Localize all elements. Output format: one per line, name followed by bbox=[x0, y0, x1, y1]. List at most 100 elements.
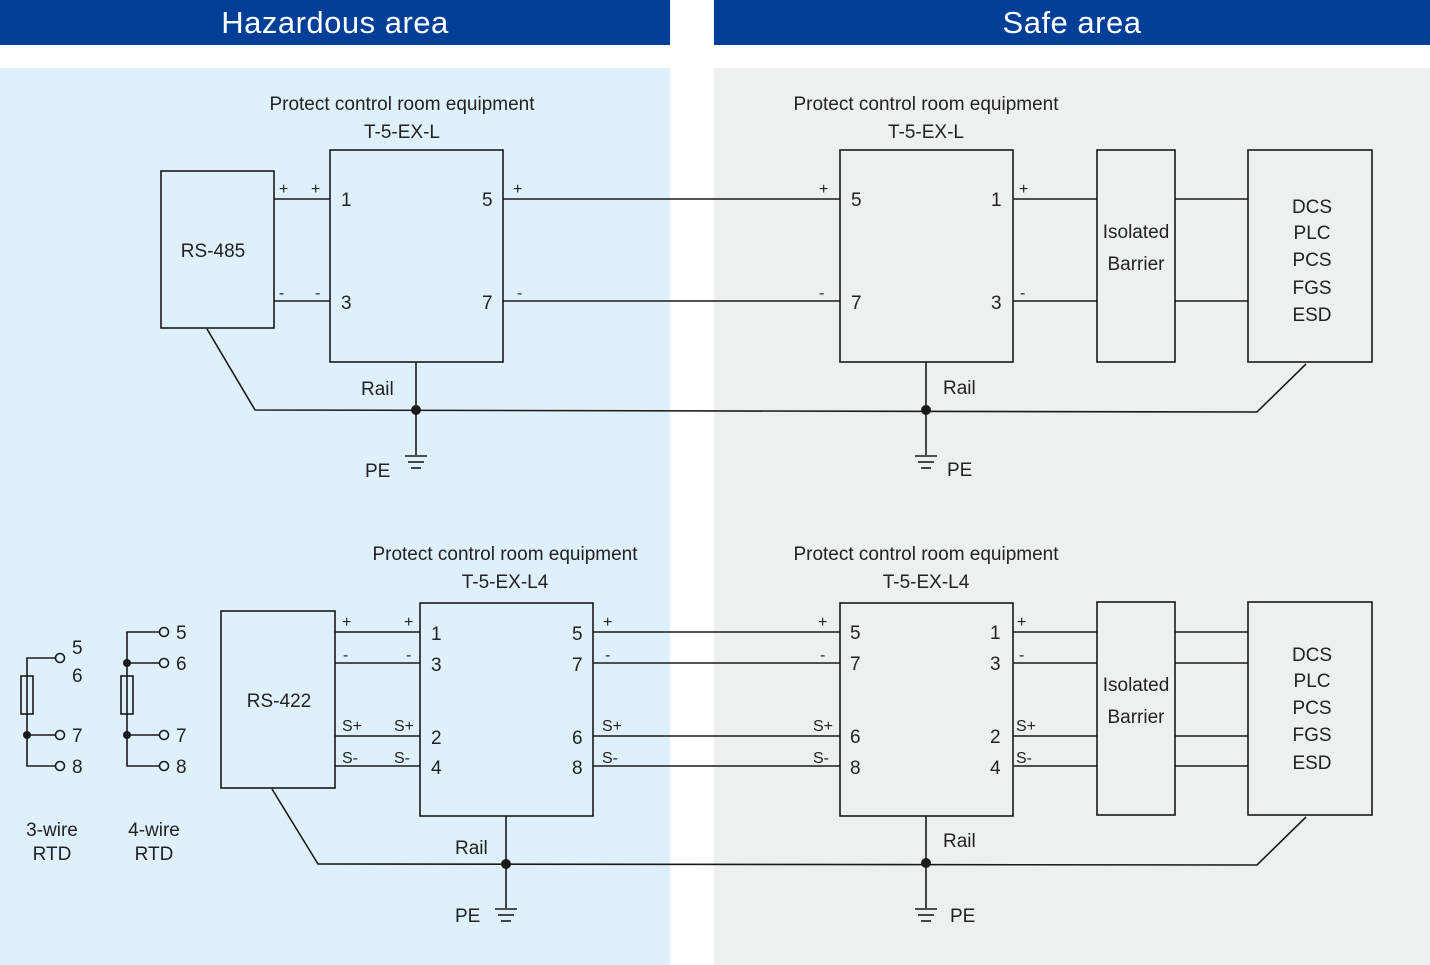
junction-dot bbox=[921, 858, 931, 868]
pin-label: 8 bbox=[176, 757, 187, 778]
system-label: PCS bbox=[1292, 250, 1331, 271]
barrier-label: Barrier bbox=[1107, 254, 1165, 275]
pin-label: 3 bbox=[991, 293, 1002, 314]
pin-label: 1 bbox=[991, 190, 1002, 211]
sign-splus: S+ bbox=[1016, 718, 1036, 735]
pin-label: 5 bbox=[850, 623, 861, 644]
system-label: FGS bbox=[1292, 725, 1331, 746]
protector-box bbox=[839, 149, 1014, 363]
sign-minus: - bbox=[343, 647, 348, 664]
pin-label: 3 bbox=[341, 293, 352, 314]
pin-label: 5 bbox=[176, 623, 187, 644]
sign-sminus: S- bbox=[813, 750, 829, 767]
sign-plus: + bbox=[603, 614, 612, 631]
protector-box bbox=[419, 602, 594, 817]
sign-minus: - bbox=[605, 647, 610, 664]
sign-plus: + bbox=[311, 181, 320, 198]
pe-label: PE bbox=[950, 906, 975, 927]
pin-label: 7 bbox=[851, 293, 862, 314]
sign-plus: + bbox=[1017, 614, 1026, 631]
rtd-label: 3-wire bbox=[26, 820, 78, 841]
safe-area-header: Safe area bbox=[714, 0, 1430, 45]
ground-icon bbox=[405, 455, 427, 469]
sign-minus: - bbox=[315, 285, 320, 302]
sign-minus: - bbox=[279, 285, 284, 302]
pin-label: 7 bbox=[176, 726, 187, 747]
pin-label: 8 bbox=[850, 758, 861, 779]
system-label: DCS bbox=[1292, 197, 1332, 218]
rs422-label: RS-422 bbox=[247, 691, 311, 712]
pin-label: 5 bbox=[72, 638, 83, 659]
sign-plus: + bbox=[404, 614, 413, 631]
sign-sminus: S- bbox=[394, 750, 410, 767]
barrier-label: Isolated bbox=[1103, 222, 1170, 243]
barrier-label: Barrier bbox=[1107, 707, 1165, 728]
bottom-safe-unit: Protect control room equipment T-5-EX-L4… bbox=[793, 544, 1373, 927]
pin-label: 7 bbox=[850, 654, 861, 675]
system-label: ESD bbox=[1292, 305, 1331, 326]
sign-minus: - bbox=[819, 285, 824, 302]
rail-label: Rail bbox=[943, 831, 976, 852]
pin-label: 6 bbox=[72, 666, 83, 687]
pin-label: 7 bbox=[72, 726, 83, 747]
sign-splus: S+ bbox=[342, 718, 362, 735]
rail-label: Rail bbox=[943, 378, 976, 399]
top-hazardous-unit: Protect control room equipment T-5-EX-L … bbox=[160, 94, 535, 482]
sign-splus: S+ bbox=[813, 718, 833, 735]
pin-label: 4 bbox=[990, 758, 1001, 779]
ground-bus-bottom bbox=[271, 788, 1307, 866]
sign-minus: - bbox=[517, 285, 522, 302]
bottom-hazardous-unit: Protect control room equipment T-5-EX-L4… bbox=[220, 544, 638, 927]
ground-icon bbox=[915, 455, 937, 469]
junction-dot bbox=[921, 405, 931, 415]
pin-label: 6 bbox=[572, 728, 583, 749]
system-label: PCS bbox=[1292, 698, 1331, 719]
sign-splus: S+ bbox=[602, 718, 622, 735]
system-label: FGS bbox=[1292, 278, 1331, 299]
device-model-label: T-5-EX-L4 bbox=[462, 572, 549, 593]
pin-label: 5 bbox=[482, 190, 493, 211]
hazardous-area-header: Hazardous area bbox=[0, 0, 670, 45]
rs485-label: RS-485 bbox=[181, 241, 245, 262]
sign-splus: S+ bbox=[394, 718, 414, 735]
sign-plus: + bbox=[279, 181, 288, 198]
sign-minus: - bbox=[406, 647, 411, 664]
pin-label: 1 bbox=[990, 623, 1001, 644]
rs485-device-box bbox=[160, 170, 275, 329]
pin-label: 6 bbox=[850, 727, 861, 748]
pin-label: 7 bbox=[482, 293, 493, 314]
pe-label: PE bbox=[365, 461, 390, 482]
pin-label: 5 bbox=[572, 624, 583, 645]
pin-label: 4 bbox=[431, 758, 442, 779]
sign-sminus: S- bbox=[342, 750, 358, 767]
sign-sminus: S- bbox=[602, 750, 618, 767]
sign-minus: - bbox=[1020, 285, 1025, 302]
protector-box bbox=[839, 602, 1014, 817]
sign-sminus: S- bbox=[1016, 750, 1032, 767]
pin-label: 1 bbox=[431, 624, 442, 645]
isolated-barrier-box bbox=[1096, 601, 1176, 816]
rtd-label: RTD bbox=[33, 844, 72, 865]
rs422-device-box bbox=[220, 610, 336, 789]
pin-label: 2 bbox=[990, 727, 1001, 748]
protect-label: Protect control room equipment bbox=[372, 544, 638, 565]
rtd-label: 4-wire bbox=[128, 820, 180, 841]
sign-plus: + bbox=[818, 614, 827, 631]
rtd-label: RTD bbox=[135, 844, 174, 865]
device-model-label: T-5-EX-L bbox=[364, 122, 440, 143]
protect-label: Protect control room equipment bbox=[793, 94, 1059, 115]
sign-plus: + bbox=[513, 181, 522, 198]
sign-minus: - bbox=[820, 647, 825, 664]
pe-label: PE bbox=[455, 906, 480, 927]
top-safe-unit: Protect control room equipment T-5-EX-L … bbox=[793, 94, 1373, 481]
device-model-label: T-5-EX-L4 bbox=[883, 572, 970, 593]
pin-label: 6 bbox=[176, 654, 187, 675]
rail-label: Rail bbox=[455, 838, 488, 859]
pin-label: 5 bbox=[851, 190, 862, 211]
control-system-box bbox=[1247, 601, 1373, 816]
pin-label: 7 bbox=[572, 655, 583, 676]
protect-label: Protect control room equipment bbox=[793, 544, 1059, 565]
pin-label: 8 bbox=[72, 757, 83, 778]
device-model-label: T-5-EX-L bbox=[888, 122, 964, 143]
